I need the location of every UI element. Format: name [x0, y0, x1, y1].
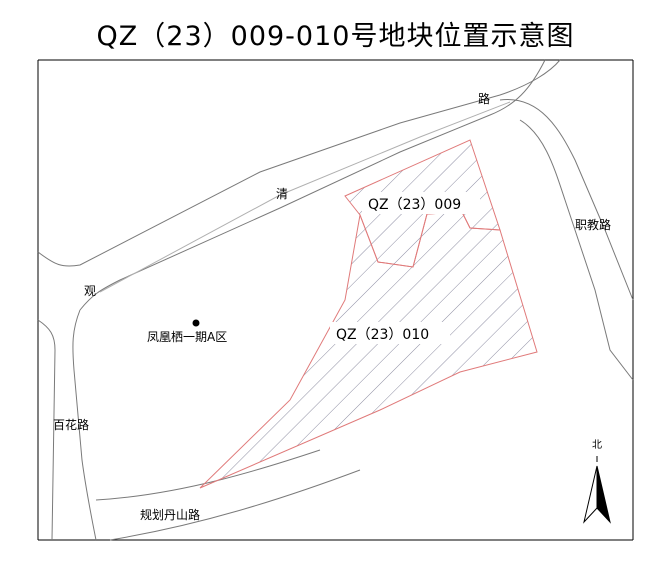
plot-010-label-bg	[330, 322, 450, 344]
road-label-zhijiao: 职教路	[575, 217, 611, 232]
road-network	[37, 59, 634, 541]
plot-009-label: QZ（23）009	[368, 197, 461, 213]
north-arrow-left-half	[583, 465, 598, 524]
plot-010	[199, 211, 538, 489]
road-label-danshan: 规划丹山路	[140, 507, 200, 522]
landmark-marker	[192, 319, 200, 327]
road-label-guan: 观	[84, 284, 96, 298]
plot-010-label: QZ（23）010	[336, 327, 429, 343]
landmark-label: 凤凰栖一期A区	[147, 329, 227, 344]
road-label-baihua: 百花路	[53, 417, 89, 432]
plot-009-label-bg	[362, 192, 480, 214]
north-arrow-right-half	[596, 465, 611, 524]
road-label-lu: 路	[478, 91, 490, 106]
road-label-qing: 清	[276, 187, 288, 201]
north-arrow: 北	[583, 439, 611, 524]
map-title: QZ（23）009-010号地块位置示意图	[96, 21, 575, 52]
north-arrow-label: 北	[592, 439, 602, 451]
